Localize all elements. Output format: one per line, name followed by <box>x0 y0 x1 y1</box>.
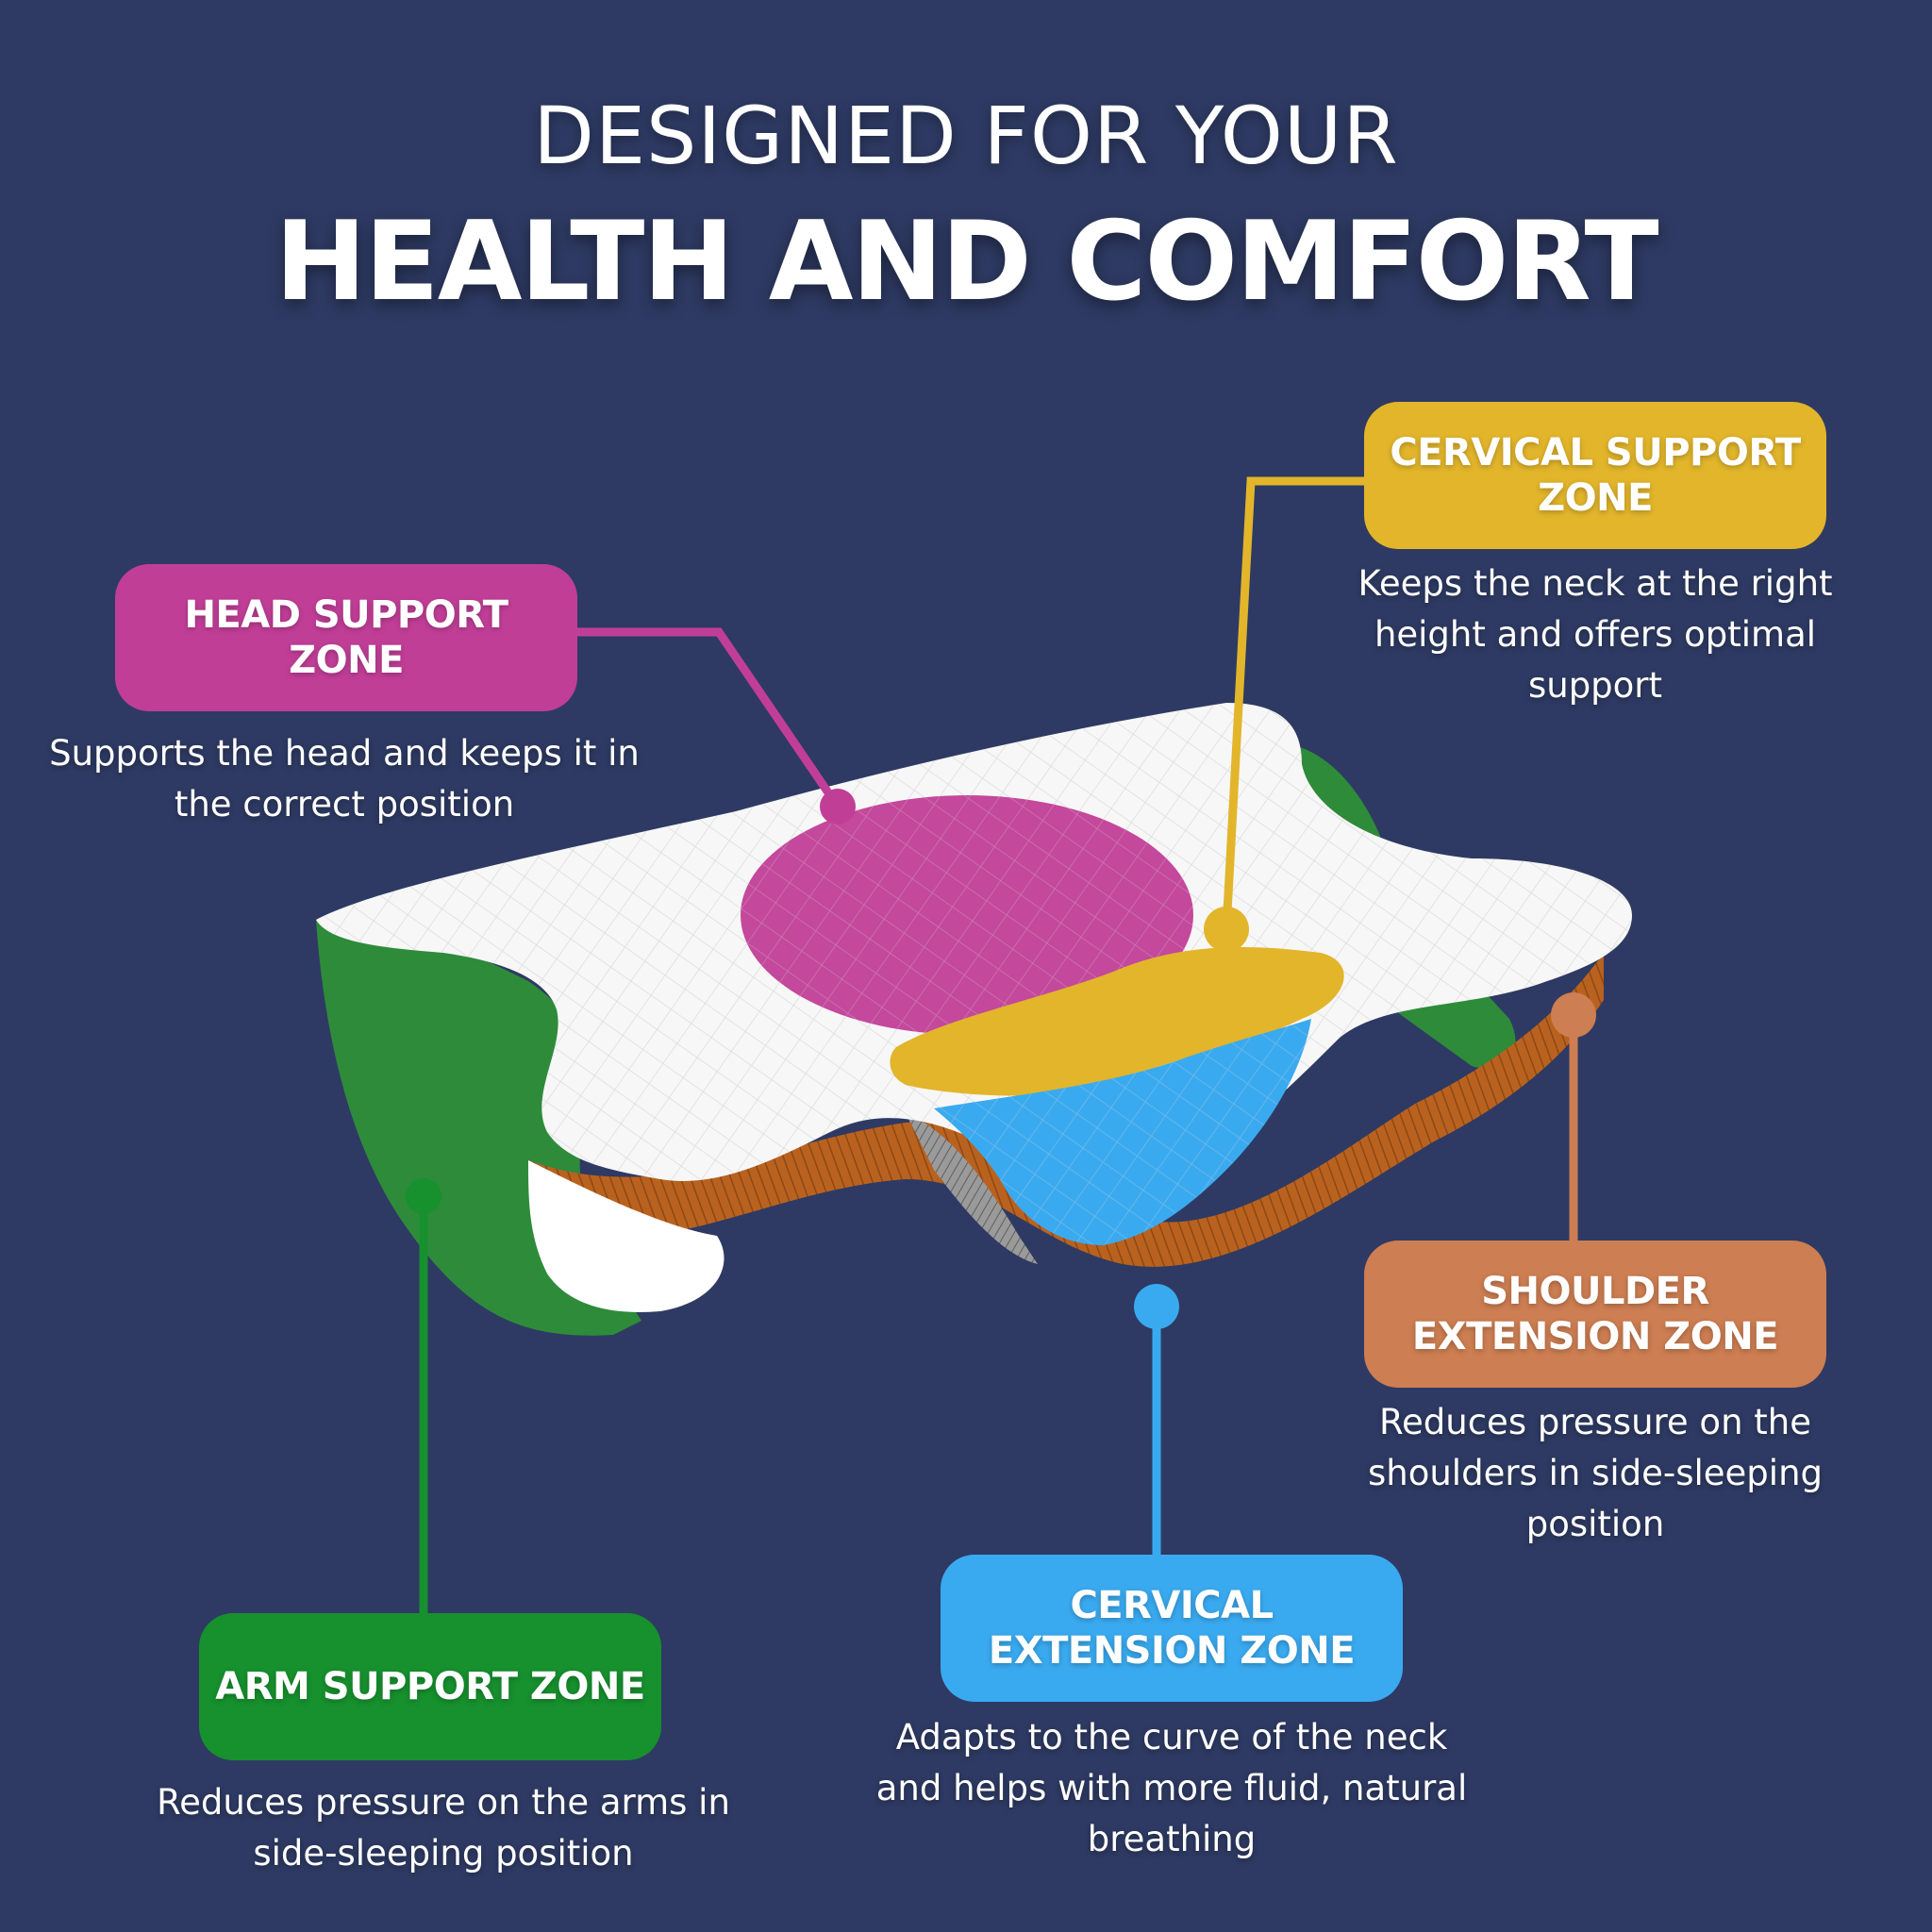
title-line-2: HEALTH AND COMFORT <box>275 198 1658 325</box>
arm-zone-label-text: ARM SUPPORT ZONE <box>215 1665 645 1708</box>
shoulder-zone-marker <box>1551 992 1596 1038</box>
cervical-support-connector <box>1222 476 1364 930</box>
mesh-layer <box>906 1113 1038 1264</box>
cervical-extension-zone-label-text: CERVICAL EXTENSION ZONE <box>988 1584 1356 1673</box>
head-zone-label: HEAD SUPPORT ZONE <box>115 564 577 711</box>
shoulder-zone-description: Reduces pressure on the shoulders in sid… <box>1367 1402 1824 1544</box>
cervical-extension-marker <box>1134 1284 1179 1329</box>
head-zone-connector <box>577 627 841 809</box>
cervical-support-zone-label: CERVICAL SUPPORT ZONE <box>1364 402 1826 549</box>
cervical-support-zone-area <box>890 947 1344 1096</box>
arm-zone-description: Reduces pressure on the arms in side-sle… <box>157 1782 730 1874</box>
cervical-support-zone-label-text: CERVICAL SUPPORT ZONE <box>1390 431 1801 520</box>
shoulder-zone-label-text: SHOULDER EXTENSION ZONE <box>1411 1270 1779 1358</box>
cervical-extension-zone-description: Adapts to the curve of the neck and help… <box>875 1717 1468 1859</box>
head-zone-marker <box>820 789 856 824</box>
shoulder-zone-core <box>528 953 1604 1267</box>
shoulder-zone-label: SHOULDER EXTENSION ZONE <box>1364 1241 1826 1388</box>
cervical-support-marker <box>1204 907 1249 952</box>
arm-zone-label: ARM SUPPORT ZONE <box>199 1613 661 1760</box>
head-zone-description: Supports the head and keeps it in the co… <box>49 733 640 824</box>
head-zone-label-text: HEAD SUPPORT ZONE <box>184 593 508 682</box>
arm-zone-marker <box>406 1178 441 1214</box>
pillow-bottom-layer <box>528 1160 724 1312</box>
cervical-support-zone-description: Keeps the neck at the right height and o… <box>1357 563 1833 706</box>
title-line-1: DESIGNED FOR YOUR <box>533 90 1399 182</box>
cervical-extension-zone-label: CERVICAL EXTENSION ZONE <box>941 1555 1403 1702</box>
